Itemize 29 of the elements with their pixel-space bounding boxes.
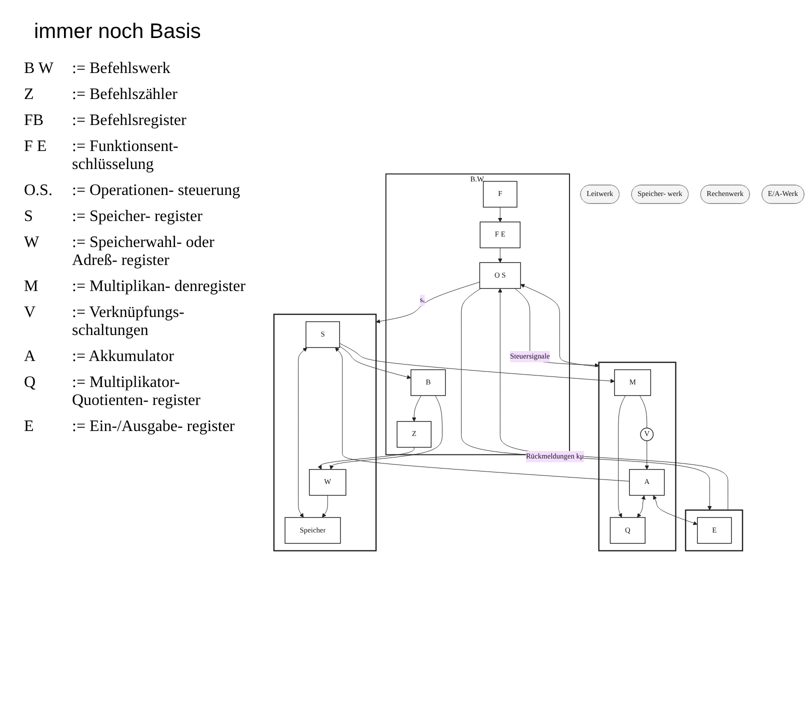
definition: := Befehlsregister xyxy=(72,112,188,130)
definition: := Multiplikator- Quotienten- register xyxy=(72,374,202,410)
connector xyxy=(640,395,648,428)
abbreviation: Z xyxy=(24,86,35,104)
abbreviation: E xyxy=(24,418,35,436)
abbreviation: Q xyxy=(24,374,37,393)
abbreviation: A xyxy=(24,348,37,366)
abbreviation: FB xyxy=(24,112,45,130)
definition: := Befehlszähler xyxy=(72,86,178,104)
definition: := Akkumulator xyxy=(72,348,175,366)
definition: := Speicher- register xyxy=(72,208,204,226)
abbreviation: S xyxy=(24,208,34,226)
cluster xyxy=(598,361,676,551)
abbreviation: O.S. xyxy=(24,182,54,200)
abbreviation: B W xyxy=(24,60,54,78)
title: immer noch Basis xyxy=(34,20,201,44)
definition: := Funktionsent- schlüsselung xyxy=(72,138,180,174)
abbreviation: V xyxy=(24,304,37,323)
definition: := Verknüpfungs- schaltungen xyxy=(72,304,186,340)
definition: := Speicherwahl- oder Adreß- register xyxy=(72,234,216,270)
abbreviation: F E xyxy=(24,138,48,157)
definition: := Befehlswerk xyxy=(72,60,172,78)
definition: := Multiplikan- denregister xyxy=(72,278,246,296)
definition: := Ein-/Ausgabe- register xyxy=(72,418,236,436)
abbreviation: M xyxy=(24,278,40,296)
definition: := Operationen- steuerung xyxy=(72,182,242,200)
cluster xyxy=(273,313,377,551)
cluster xyxy=(684,509,744,551)
abbreviation: W xyxy=(24,234,40,253)
